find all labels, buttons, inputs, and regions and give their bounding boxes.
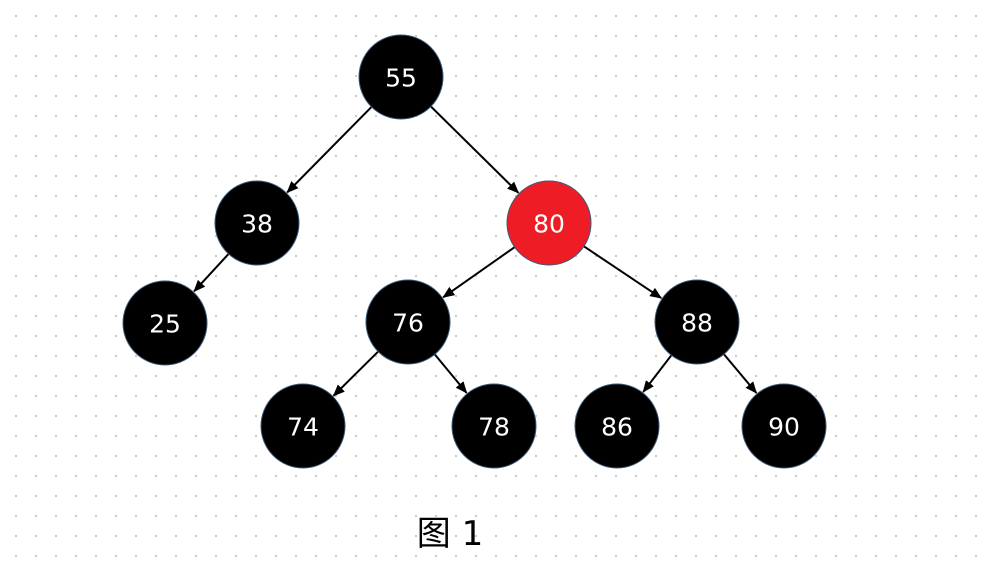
tree-node-86: 86 bbox=[574, 383, 660, 469]
node-label: 25 bbox=[149, 310, 181, 339]
node-circle-black bbox=[122, 280, 208, 366]
figure-caption: 图 1 bbox=[416, 514, 484, 554]
tree-node-90: 90 bbox=[741, 383, 827, 469]
node-circle-black bbox=[574, 383, 660, 469]
tree-node-25: 25 bbox=[122, 280, 208, 366]
node-circle-black bbox=[365, 279, 451, 365]
node-circle-black bbox=[214, 180, 300, 266]
node-circle-black bbox=[451, 383, 537, 469]
node-label: 90 bbox=[768, 413, 800, 442]
node-label: 76 bbox=[392, 309, 424, 338]
node-circle-black bbox=[741, 383, 827, 469]
tree-node-78: 78 bbox=[451, 383, 537, 469]
node-circle-red bbox=[506, 180, 592, 266]
edge-n55-n38 bbox=[286, 106, 373, 194]
node-circle-black bbox=[260, 383, 346, 469]
edge-n76-n74 bbox=[332, 350, 379, 397]
edge-n88-n86 bbox=[642, 354, 673, 393]
node-circle-black bbox=[358, 34, 444, 120]
node-label: 38 bbox=[241, 210, 273, 239]
nodes-layer: 55 38 80 25 76 88 74 78 86 90 bbox=[122, 34, 827, 469]
node-circle-black bbox=[654, 279, 740, 365]
tree-node-55: 55 bbox=[358, 34, 444, 120]
tree-node-88: 88 bbox=[654, 279, 740, 365]
node-label: 80 bbox=[533, 210, 565, 239]
edges-layer bbox=[193, 105, 758, 397]
edge-n38-n25 bbox=[193, 253, 230, 293]
tree-node-74: 74 bbox=[260, 383, 346, 469]
node-label: 74 bbox=[287, 413, 319, 442]
node-label: 78 bbox=[478, 413, 510, 442]
tree-node-38: 38 bbox=[214, 180, 300, 266]
edge-n88-n90 bbox=[723, 353, 758, 394]
edge-n76-n78 bbox=[433, 353, 468, 394]
edge-n80-n76 bbox=[442, 246, 516, 299]
edge-n80-n88 bbox=[583, 245, 663, 299]
tree-node-80: 80 bbox=[506, 180, 592, 266]
node-label: 55 bbox=[385, 64, 417, 93]
node-label: 86 bbox=[601, 413, 633, 442]
edge-n55-n80 bbox=[430, 105, 520, 194]
node-label: 88 bbox=[681, 309, 713, 338]
tree-node-76: 76 bbox=[365, 279, 451, 365]
